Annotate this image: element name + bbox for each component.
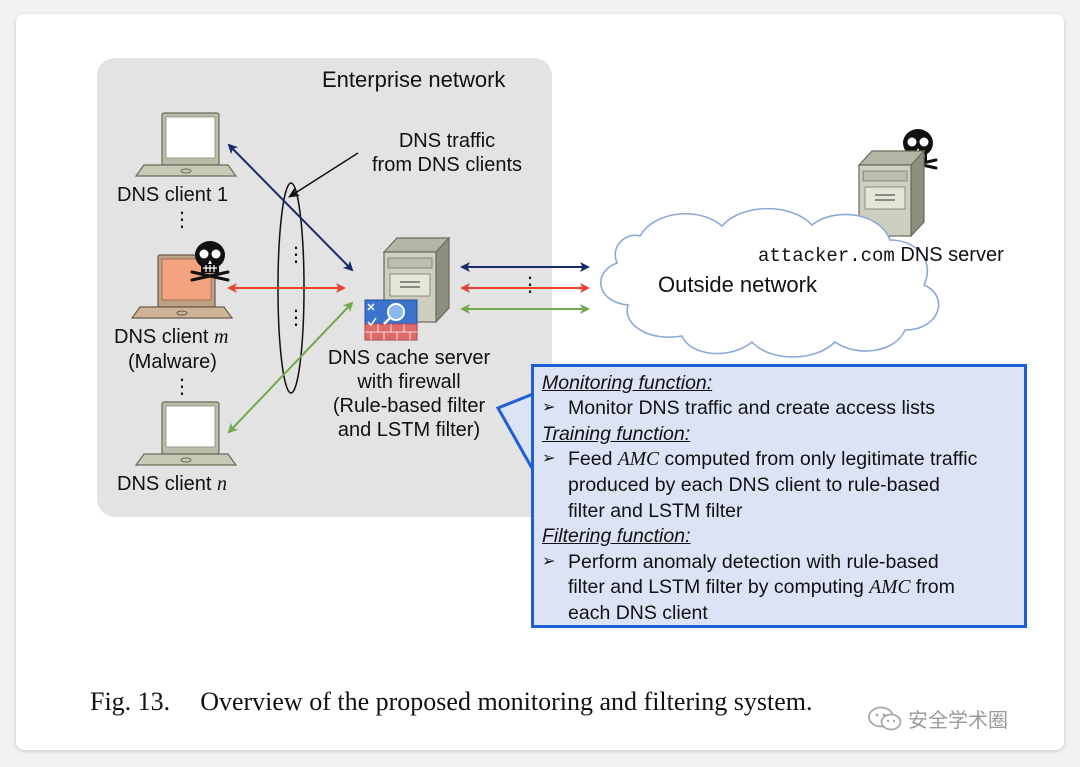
- laptop-icon-client-1: [135, 112, 237, 177]
- traffic-ellipsis-2: ⋮: [286, 307, 306, 329]
- outside-network-cloud: [600, 207, 940, 358]
- filtering-function-line-3: each DNS client: [568, 602, 708, 624]
- figure-caption: Fig. 13. Overview of the proposed monitor…: [90, 686, 813, 718]
- function-description-box: Monitoring function: ➢ Monitor DNS traff…: [531, 364, 1027, 628]
- figure-caption-text: Overview of the proposed monitoring and …: [200, 687, 813, 716]
- client-1-label: DNS client 1: [117, 184, 229, 206]
- function-callout-pointer: [495, 392, 535, 471]
- outside-network-label: Outside network: [658, 272, 817, 297]
- filtering-function-title: Filtering function:: [542, 525, 691, 547]
- client-n-label: DNS client n: [117, 473, 228, 495]
- training-function-title: Training function:: [542, 423, 691, 445]
- wechat-icon: [868, 706, 902, 730]
- figure-number: Fig. 13.: [90, 687, 171, 716]
- watermark: 安全学术圈: [868, 704, 1008, 733]
- enterprise-network-title: Enterprise network: [322, 67, 506, 92]
- bullet-icon: ➢: [542, 399, 556, 416]
- arrow-clientn-server: [227, 301, 354, 434]
- training-function-line-1: Feed AMC computed from only legitimate t…: [568, 448, 978, 470]
- firewall-icon: [364, 299, 418, 341]
- client-ellipsis-bottom: ⋮: [172, 376, 192, 398]
- traffic-label-pointer: [288, 152, 359, 198]
- dns-cache-server-label: DNS cache server with firewall (Rule-bas…: [327, 347, 491, 441]
- client-ellipsis-top: ⋮: [172, 209, 192, 231]
- training-function-line-3: filter and LSTM filter: [568, 500, 743, 522]
- link-ellipsis: ⋮: [520, 274, 540, 296]
- arrow-client1-server: [227, 143, 354, 272]
- training-function-line-2: produced by each DNS client to rule-base…: [568, 474, 940, 496]
- filtering-function-line-1: Perform anomaly detection with rule-base…: [568, 551, 939, 573]
- dns-traffic-label: DNS traffic from DNS clients: [371, 130, 523, 176]
- bullet-icon: ➢: [542, 553, 556, 570]
- filtering-function-line-2: filter and LSTM filter by computing AMC …: [568, 576, 955, 598]
- monitoring-function-item: Monitor DNS traffic and create access li…: [568, 397, 936, 419]
- client-m-malware-label: (Malware): [128, 351, 217, 373]
- client-m-label: DNS client m: [114, 326, 229, 348]
- watermark-text: 安全学术圈: [908, 710, 1008, 732]
- monitoring-function-title: Monitoring function:: [542, 372, 713, 394]
- traffic-ellipsis-1: ⋮: [286, 244, 306, 266]
- laptop-icon-client-n: [135, 401, 237, 466]
- attacker-server-icon: [857, 149, 926, 238]
- attacker-dns-server-label: attacker.com DNS server: [758, 244, 1004, 267]
- bullet-icon: ➢: [542, 450, 556, 467]
- skull-icon-malware: [190, 241, 230, 282]
